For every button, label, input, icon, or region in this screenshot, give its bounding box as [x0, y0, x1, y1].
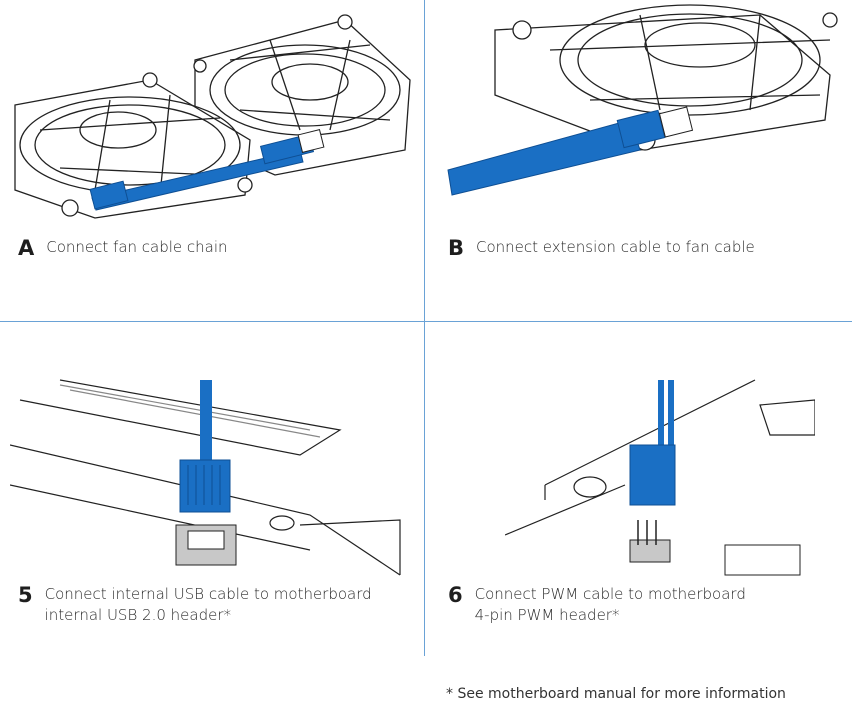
- step-5-line1: Connect internal USB cable to motherboar…: [44, 585, 372, 603]
- step-5-label: 5: [18, 583, 33, 607]
- step-a-text: Connect fan cable chain: [46, 238, 228, 256]
- step-a: A Connect fan cable chain: [18, 237, 228, 259]
- step-6-label: 6: [448, 583, 463, 607]
- pwm-header-illustration: [505, 379, 815, 576]
- step-5-line2: internal USB 2.0 header*: [44, 606, 232, 624]
- fan-chain-illustration: [14, 14, 411, 219]
- step-6-line1: Connect PWM cable to motherboard: [474, 585, 746, 603]
- horizontal-divider: [0, 321, 852, 322]
- step-5-text: Connect internal USB cable to motherboar…: [45, 584, 372, 626]
- step-b-text: Connect extension cable to fan cable: [476, 238, 755, 256]
- footnote: * See motherboard manual for more inform…: [446, 686, 786, 702]
- step-b-label: B: [448, 236, 465, 260]
- step-5: 5 Connect internal USB cable to motherbo…: [18, 584, 372, 626]
- step-6-line2: 4-pin PWM header*: [474, 606, 620, 624]
- step-b: B Connect extension cable to fan cable: [448, 237, 755, 259]
- extension-cable-illustration: [447, 4, 838, 196]
- step-a-label: A: [18, 236, 35, 260]
- step-6: 6 Connect PWM cable to motherboard 4-pin…: [448, 584, 746, 626]
- vertical-divider: [424, 0, 425, 656]
- usb-header-illustration: [10, 379, 401, 576]
- step-6-text: Connect PWM cable to motherboard 4-pin P…: [475, 584, 746, 626]
